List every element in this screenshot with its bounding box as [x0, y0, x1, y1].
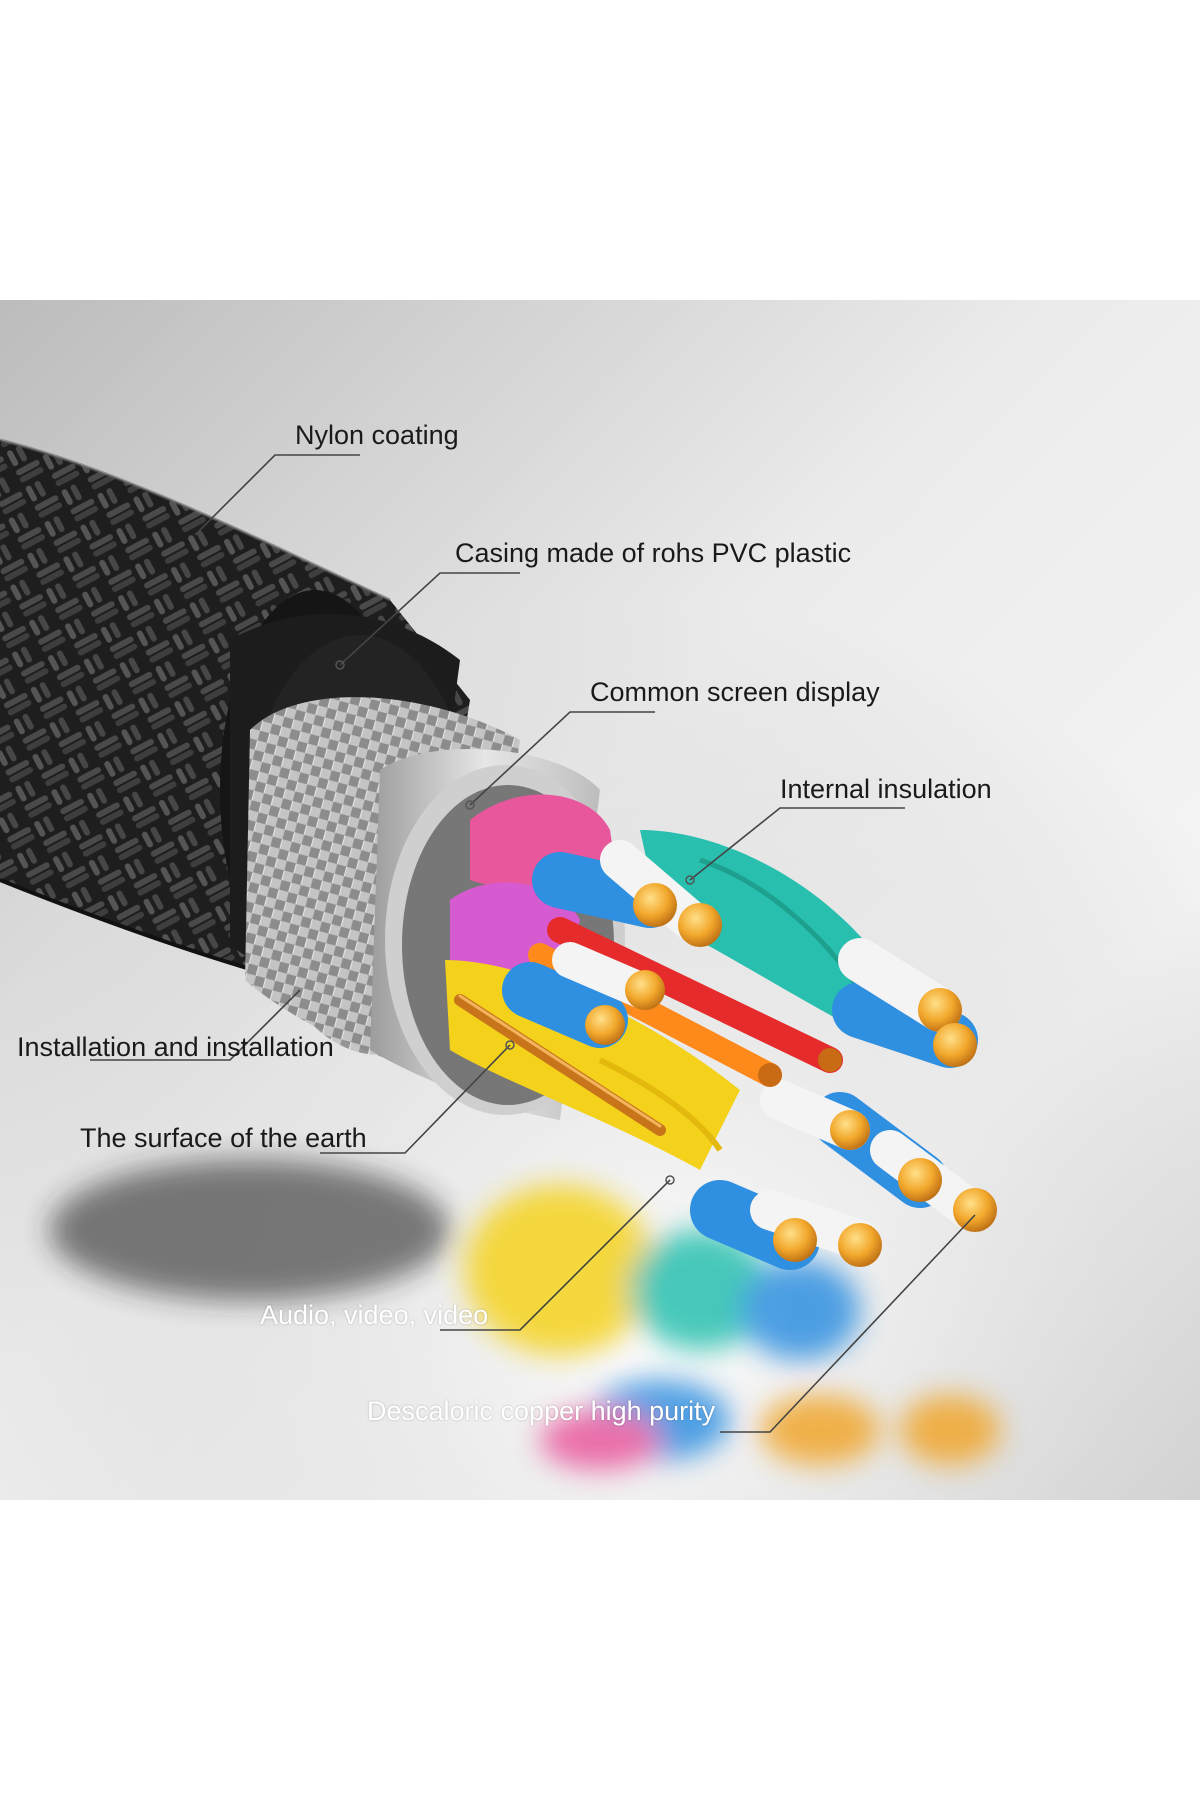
leader-audio-video [440, 1179, 671, 1331]
label-casing: Casing made of rohs PVC plastic [455, 538, 852, 568]
leader-nylon-coating [194, 454, 360, 536]
label-common-screen: Common screen display [590, 677, 880, 707]
label-internal-insulation: Internal insulation [780, 774, 992, 804]
copper-strand-ends [585, 883, 997, 1267]
leader-casing [339, 572, 520, 666]
label-copper: Descaloric copper high purity [367, 1396, 716, 1426]
label-audio-video: Audio, video, video [260, 1300, 489, 1330]
inner-wire-bundle [445, 794, 997, 1270]
floor-reflection [50, 1160, 1000, 1470]
callout-leader-lines [90, 454, 976, 1433]
label-installation: Installation and installation [17, 1032, 334, 1062]
leader-installation [90, 989, 301, 1061]
leader-common-screen [469, 711, 655, 806]
label-nylon-coating: Nylon coating [295, 420, 459, 450]
leader-endpoints [335, 660, 695, 1185]
leader-internal-insulation [689, 807, 905, 881]
label-earth-surface: The surface of the earth [80, 1123, 367, 1153]
leader-earth-surface [320, 1044, 511, 1154]
leader-copper [720, 1214, 976, 1433]
